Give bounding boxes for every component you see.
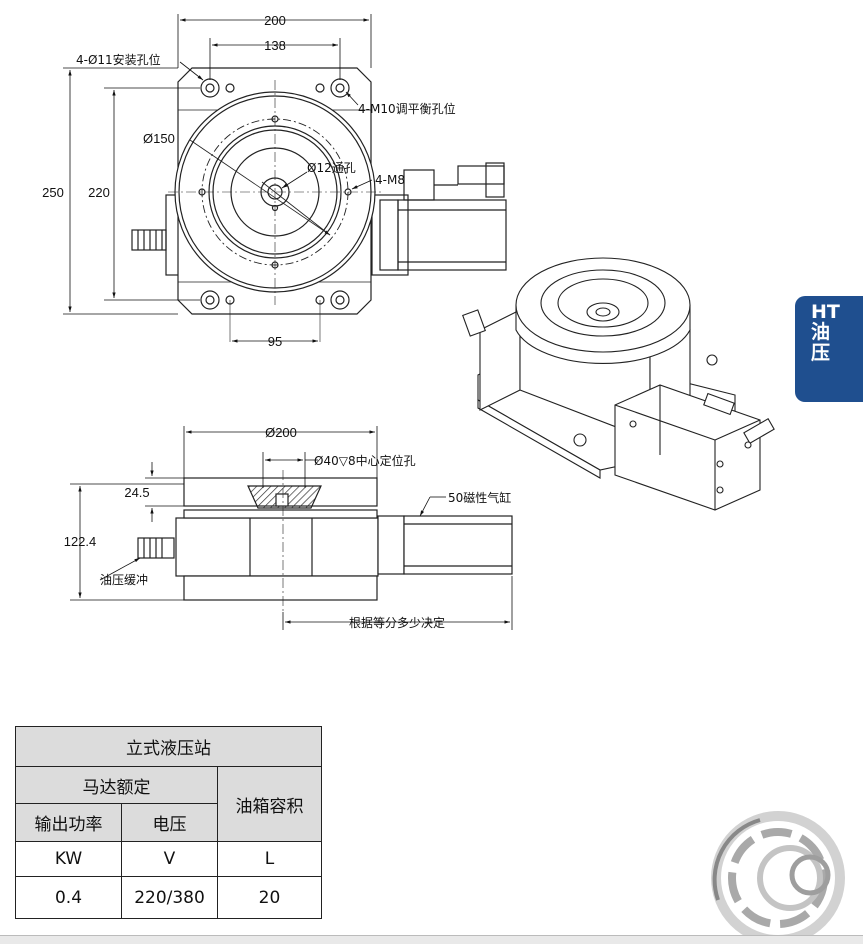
note-cylinder: 50磁性气缸: [448, 490, 511, 505]
dim-bottom: 95: [268, 334, 282, 349]
note-mount-holes: 4-Ø11安装孔位: [76, 52, 161, 67]
spec-table-title: 立式液压站: [15, 726, 322, 767]
note-through-hole: Ø12通孔: [307, 161, 356, 175]
spec-table: 立式液压站 马达额定 油箱容积 输出功率 电压 KW V L 0.4 220/3…: [15, 726, 322, 919]
isometric-view: [462, 257, 775, 511]
motor-rating-header: 马达额定: [15, 766, 218, 804]
tank-capacity-header: 油箱容积: [217, 766, 322, 842]
note-level-holes: 4-M10调平衡孔位: [358, 101, 456, 116]
top-view-dimensions: [63, 14, 373, 343]
tab-code: HT: [811, 301, 840, 323]
top-view-labels: 200 138 250 220 95 Ø150 4-Ø11安装孔位 4-M10调…: [42, 13, 455, 349]
tab-name-line2: 压: [811, 342, 831, 364]
dim-top-diameter: Ø200: [265, 425, 297, 440]
side-view: [137, 470, 513, 612]
dim-height-holes: 220: [88, 185, 110, 200]
top-view: [131, 67, 507, 342]
bottom-scroll-strip: [0, 935, 863, 944]
side-category-tab: HT 油 压: [795, 296, 863, 402]
unit-voltage: V: [121, 841, 218, 877]
note-length: 根据等分多少决定: [349, 615, 445, 630]
power-value: 0.4: [15, 876, 122, 919]
dim-height-outer: 250: [42, 185, 64, 200]
bearing-logo-decoration: [711, 811, 845, 943]
dim-thickness: 24.5: [124, 485, 149, 500]
tab-name-line1: 油: [811, 321, 831, 343]
dim-center-hole: Ø40▽8中心定位孔: [314, 453, 416, 468]
note-m8: 4-M8: [375, 173, 405, 187]
power-header: 输出功率: [15, 803, 122, 842]
dim-width-outer: 200: [264, 13, 286, 28]
note-buffer: 油压缓冲: [100, 572, 148, 587]
tank-value: 20: [217, 876, 322, 919]
side-view-dimensions: [70, 426, 513, 630]
dim-width-holes: 138: [264, 38, 286, 53]
unit-tank: L: [217, 841, 322, 877]
voltage-value: 220/380: [121, 876, 218, 919]
dim-circle: Ø150: [143, 131, 175, 146]
side-view-labels: Ø200 Ø40▽8中心定位孔 24.5 122.4 50磁性气缸 油压缓冲 根…: [64, 425, 512, 630]
dim-height: 122.4: [64, 534, 97, 549]
unit-power: KW: [15, 841, 122, 877]
voltage-header: 电压: [121, 803, 218, 842]
